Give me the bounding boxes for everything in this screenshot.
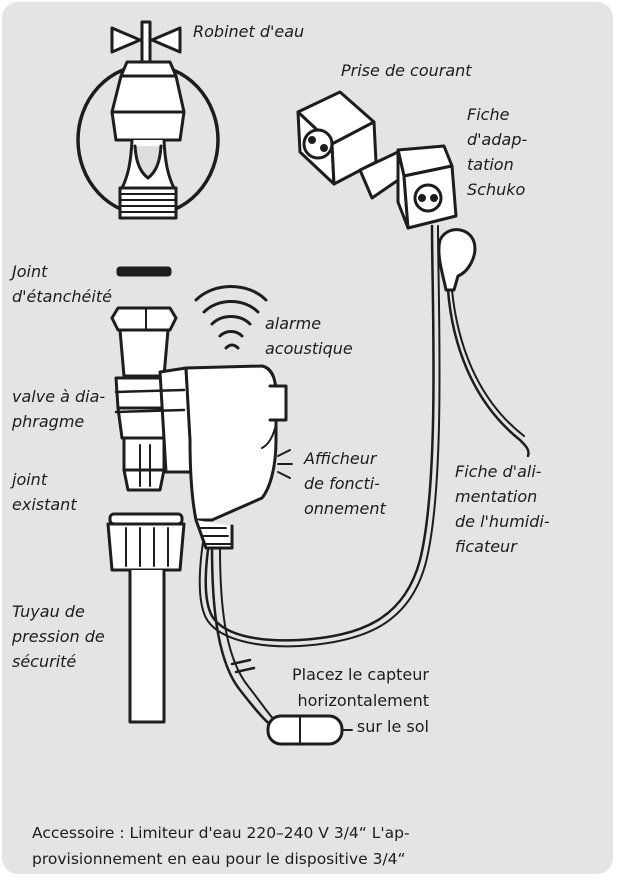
- label-valve: valve à dia- phragme: [12, 384, 105, 434]
- gasket-icon: [118, 268, 170, 275]
- humidifier-plug-icon: [439, 230, 529, 456]
- faucet-icon: [78, 22, 218, 218]
- label-gasket: Joint d'étanchéité: [12, 259, 112, 309]
- label-power-plug: Fiche d'ali- mentation de l'humidi- fica…: [455, 459, 550, 559]
- label-socket: Prise de courant: [341, 58, 472, 83]
- caption: Accessoire : Limiteur d'eau 220–240 V 3/…: [32, 820, 592, 872]
- label-existing-joint: joint existant: [12, 467, 77, 517]
- alarm-icon: [196, 287, 266, 349]
- label-adapter: Fiche d'adap- tation Schuko: [467, 102, 527, 202]
- label-alarm: alarme acoustique: [265, 311, 353, 361]
- label-hose: Tuyau de pression de sécurité: [12, 599, 105, 674]
- label-sensor: Placez le capteur horizontalement sur le…: [292, 662, 429, 740]
- label-display: Afficheur de foncti- onnement: [304, 446, 386, 521]
- pressure-hose-icon: [130, 570, 164, 722]
- label-faucet: Robinet d'eau: [193, 19, 304, 44]
- existing-joint-icon: [108, 514, 184, 570]
